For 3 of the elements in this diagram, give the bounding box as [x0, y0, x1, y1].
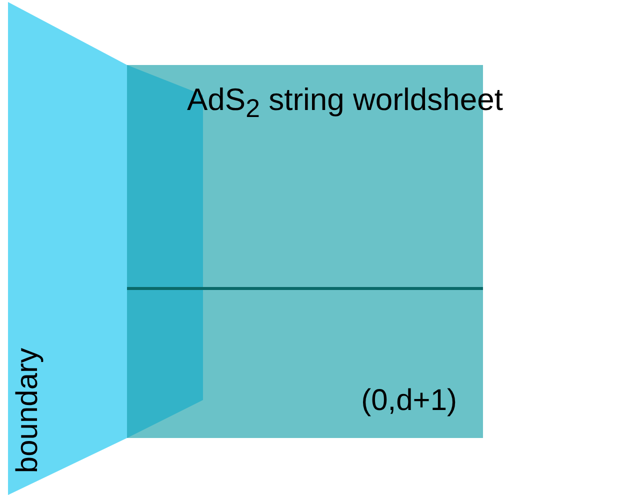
coordinate-label: (0,d+1) — [361, 383, 457, 419]
boundary-label: boundary — [12, 348, 44, 473]
boundary-trapezoid — [8, 2, 127, 495]
